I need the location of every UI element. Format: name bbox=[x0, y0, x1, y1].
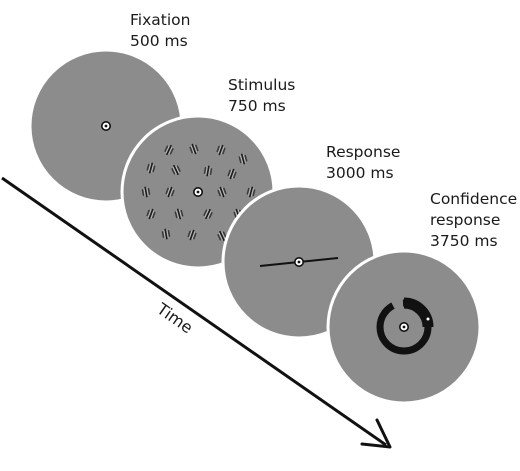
gabor-patch bbox=[217, 186, 227, 198]
response-label-name: Response bbox=[326, 143, 400, 161]
gabor-patch bbox=[238, 153, 248, 165]
gabor-patch bbox=[203, 208, 213, 220]
gabor-patch bbox=[203, 165, 213, 177]
confidence-label: Confidence response 3750 ms bbox=[430, 190, 517, 250]
gabor-patch bbox=[141, 186, 151, 198]
confidence-screen bbox=[326, 249, 482, 405]
fixation-label: Fixation 500 ms bbox=[130, 11, 190, 50]
confidence-label-duration: 3750 ms bbox=[430, 232, 498, 250]
time-axis-label: Time bbox=[153, 299, 197, 338]
fixation-dot-icon bbox=[101, 121, 112, 132]
confidence-arc-highlight bbox=[403, 297, 434, 328]
confidence-label-name-line2: response bbox=[430, 211, 500, 229]
gabor-patch bbox=[146, 162, 156, 174]
time-axis-arrowhead bbox=[360, 418, 392, 449]
gabor-patch bbox=[216, 144, 226, 156]
gabor-patch bbox=[246, 186, 256, 198]
gabor-patch bbox=[161, 228, 171, 240]
gabor-patch bbox=[217, 230, 227, 242]
fixation-label-duration: 500 ms bbox=[130, 32, 188, 50]
confidence-marker-icon bbox=[425, 316, 431, 322]
time-axis-line bbox=[1, 176, 387, 447]
gabor-patch bbox=[146, 208, 156, 220]
response-label-duration: 3000 ms bbox=[326, 164, 394, 182]
response-label: Response 3000 ms bbox=[326, 143, 400, 182]
gabor-patch bbox=[189, 143, 199, 155]
gabor-patch bbox=[174, 208, 184, 220]
confidence-fixation-dot-icon bbox=[398, 321, 409, 332]
gabor-patch bbox=[165, 186, 175, 198]
confidence-ring-gap bbox=[390, 298, 404, 310]
gabor-patch bbox=[227, 168, 237, 180]
confidence-label-name-line1: Confidence bbox=[430, 190, 517, 208]
stimulus-fixation-dot-icon bbox=[193, 187, 204, 198]
stimulus-label-name: Stimulus bbox=[228, 76, 295, 94]
gabor-patch bbox=[187, 229, 197, 241]
stimulus-label: Stimulus 750 ms bbox=[228, 76, 295, 115]
fixation-label-name: Fixation bbox=[130, 11, 190, 29]
gabor-patch bbox=[164, 144, 174, 156]
response-fixation-dot-icon bbox=[293, 256, 304, 267]
stimulus-label-duration: 750 ms bbox=[228, 97, 286, 115]
gabor-patch bbox=[171, 164, 181, 176]
